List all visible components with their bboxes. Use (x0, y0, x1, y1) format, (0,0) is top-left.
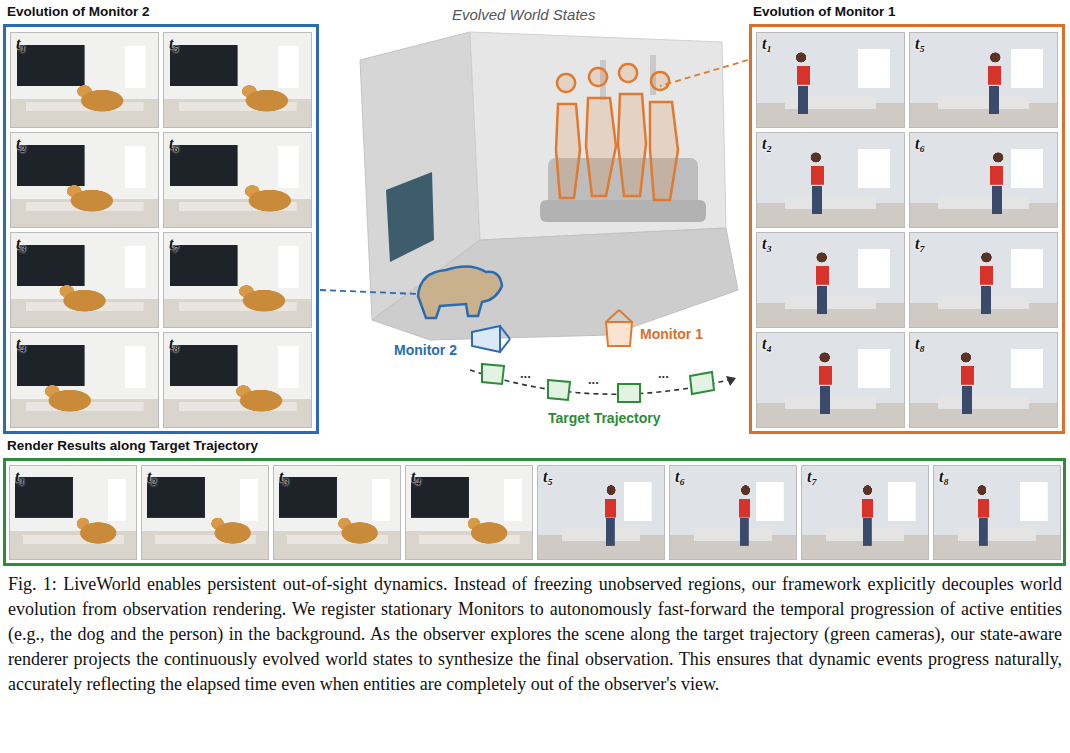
time-label: t₅ (543, 468, 553, 486)
ellipsis: ... (520, 366, 531, 382)
time-label: t₆ (169, 135, 179, 153)
time-label: t₆ (675, 468, 685, 486)
frame-thumbnail: t₇ (163, 232, 312, 328)
time-label: t₇ (915, 235, 925, 253)
dog-outline (418, 266, 502, 318)
frame-thumbnail: t₈ (163, 332, 312, 428)
time-label: t₈ (915, 335, 925, 353)
time-label: t₅ (915, 35, 925, 53)
frame-thumbnail: t₃ (273, 465, 401, 560)
camera-label: Monitor 1 (640, 326, 703, 342)
frame-thumbnail: t₄ (405, 465, 533, 560)
trajectory-label: Target Trajectory (548, 410, 661, 426)
panel-title: Evolution of Monitor 2 (3, 2, 319, 22)
monitor-panel: Evolution of Monitor 2 t₁ t₂ t₃ t₄ t₅ t₆ t₇ t₈ (3, 2, 319, 434)
frame-thumbnail: t₁ (9, 465, 137, 560)
time-label: t₄ (762, 335, 772, 353)
time-label: t₈ (939, 468, 949, 486)
panel-title: Evolution of Monitor 1 (749, 2, 1065, 22)
time-label: t₁ (15, 468, 25, 486)
point-cloud-room (360, 32, 738, 340)
frame-thumbnail: t₇ (801, 465, 929, 560)
frame-thumbnail: t₆ (909, 132, 1058, 228)
frame-thumbnail: t₁ (10, 32, 159, 128)
frame-thumbnail: t₆ (669, 465, 797, 560)
time-label: t₃ (279, 468, 289, 486)
time-label: t₄ (16, 335, 26, 353)
time-label: t₂ (147, 468, 157, 486)
time-label: t₇ (807, 468, 817, 486)
frame-thumbnail: t₄ (10, 332, 159, 428)
time-label: t₅ (169, 35, 179, 53)
monitor-panel: Evolution of Monitor 1 t₁ t₂ t₃ t₄ t₅ t₆ t₇ t₈ (749, 2, 1065, 434)
ellipsis: ... (658, 366, 669, 382)
render-strip: Render Results along Target Trajectory t₁… (3, 436, 1066, 566)
frame-thumbnail: t₃ (10, 232, 159, 328)
time-label: t₂ (762, 135, 772, 153)
time-label: t₁ (16, 35, 26, 53)
panel-title: Render Results along Target Trajectory (3, 436, 1066, 456)
frame-thumbnail: t₄ (756, 332, 905, 428)
target-trajectory (470, 364, 736, 402)
time-label: t₃ (16, 235, 26, 253)
frame-thumbnail: t₇ (909, 232, 1058, 328)
frame-thumbnail: t₈ (909, 332, 1058, 428)
frame-thumbnail: t₅ (537, 465, 665, 560)
world-title: Evolved World States (452, 7, 595, 23)
time-label: t₂ (16, 135, 26, 153)
time-label: t₃ (762, 235, 772, 253)
person-outlines (556, 64, 678, 200)
frame-thumbnail: t₅ (163, 32, 312, 128)
frame-thumbnail: t₁ (756, 32, 905, 128)
camera-label: Monitor 2 (394, 342, 457, 358)
figure-caption: Fig. 1: LiveWorld enables persistent out… (8, 572, 1062, 697)
time-label: t₄ (411, 468, 421, 486)
leader-lines (320, 60, 748, 294)
frame-thumbnail: t₅ (909, 32, 1058, 128)
frame-thumbnail: t₂ (756, 132, 905, 228)
frame-thumbnail: t₆ (163, 132, 312, 228)
frame-thumbnail: t₃ (756, 232, 905, 328)
monitor-cameras (472, 310, 632, 352)
time-label: t₆ (915, 135, 925, 153)
ellipsis: ... (588, 372, 599, 388)
frame-thumbnail: t₂ (141, 465, 269, 560)
time-label: t₇ (169, 235, 179, 253)
frame-thumbnail: t₂ (10, 132, 159, 228)
time-label: t₁ (762, 35, 772, 53)
time-label: t₈ (169, 335, 179, 353)
frame-thumbnail: t₈ (933, 465, 1061, 560)
